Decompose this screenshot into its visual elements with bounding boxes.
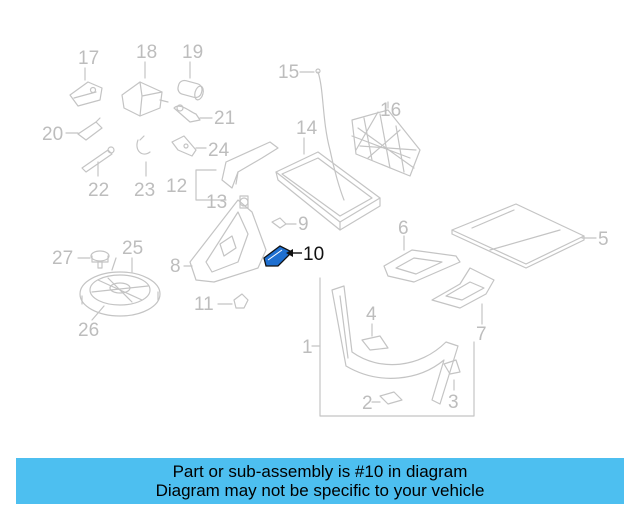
parts-diagram: 17 18 19 15 16 21 14 20 24 22 23 12 13 9…	[42, 42, 609, 417]
banner-line-part: Part or sub-assembly is #10 in diagram	[172, 462, 468, 481]
label-part-12: 12	[166, 176, 187, 197]
part-5-floor-board	[451, 203, 585, 269]
part-19-canister	[177, 79, 204, 101]
part-21-clip	[173, 104, 201, 123]
part-23-hook	[136, 135, 151, 155]
label-part-15: 15	[278, 62, 299, 83]
part-9-clip	[271, 217, 297, 229]
label-part-10: 10	[303, 244, 324, 265]
label-part-22: 22	[88, 180, 109, 201]
part-10-highlighted[interactable]	[263, 245, 302, 267]
label-part-17: 17	[78, 48, 99, 69]
label-part-19: 19	[182, 42, 203, 63]
label-part-8: 8	[170, 256, 181, 277]
part-6-floor-bracket	[383, 249, 461, 283]
label-part-21: 21	[214, 108, 235, 129]
label-part-25: 25	[122, 238, 143, 259]
label-part-11: 11	[194, 294, 214, 315]
label-part-13: 13	[206, 192, 227, 213]
label-part-16: 16	[380, 100, 401, 121]
banner-line-disclaimer: Diagram may not be specific to your vehi…	[155, 481, 485, 500]
part-22-rod	[81, 146, 115, 173]
part-1-trunk-sill-trim	[319, 277, 475, 417]
label-part-1: 1	[302, 337, 313, 358]
label-part-18: 18	[136, 42, 157, 63]
label-part-27: 27	[52, 248, 73, 269]
part-11-fastener	[233, 293, 249, 309]
label-part-9: 9	[298, 214, 309, 235]
label-part-6: 6	[398, 218, 409, 239]
part-8-side-trim	[189, 199, 267, 283]
label-part-7: 7	[476, 324, 487, 345]
label-part-14: 14	[296, 118, 318, 139]
part-25-spare-wheel	[79, 257, 161, 317]
part-12-trim-bracket	[221, 141, 279, 189]
part-27-bolt	[90, 250, 110, 269]
info-banner: Part or sub-assembly is #10 in diagram D…	[16, 458, 624, 504]
part-18-module	[121, 81, 169, 117]
part-16-cargo-net	[351, 101, 421, 177]
part-15-cable	[315, 68, 345, 201]
label-part-5: 5	[598, 229, 609, 250]
label-part-20: 20	[42, 124, 63, 145]
label-part-3: 3	[448, 392, 459, 413]
label-part-4: 4	[366, 304, 377, 325]
part-7-floor-bracket	[431, 267, 495, 309]
label-part-23: 23	[134, 180, 155, 201]
part-14-package-tray	[275, 151, 381, 231]
part-24-clip	[171, 135, 197, 157]
label-part-26: 26	[78, 320, 99, 341]
part-20-bolt	[77, 117, 103, 141]
label-part-24: 24	[208, 140, 230, 161]
label-part-2: 2	[362, 393, 373, 414]
part-17-bracket	[69, 81, 103, 107]
